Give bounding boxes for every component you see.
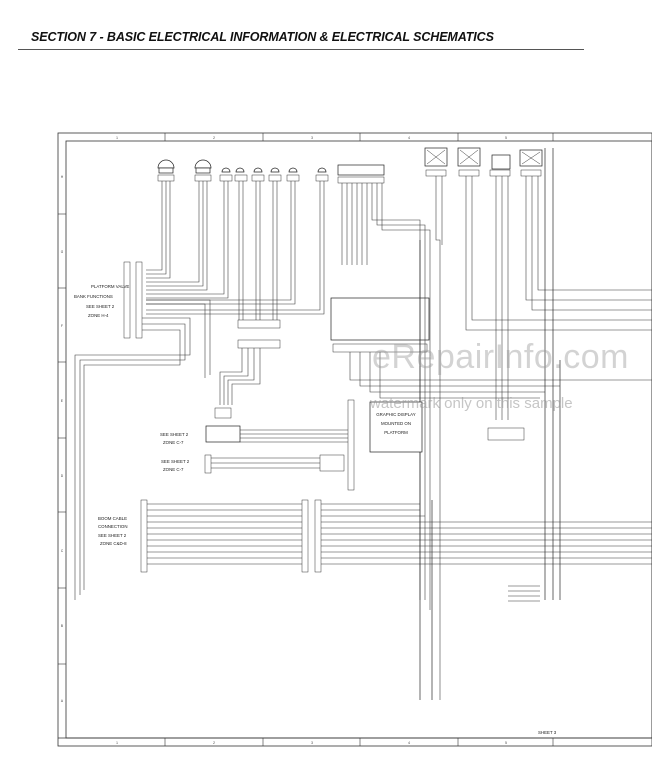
center-connector-lower xyxy=(237,339,281,349)
svg-text:ZONE C-7: ZONE C-7 xyxy=(163,440,184,445)
col-label-2-bottom: 2 xyxy=(213,741,215,745)
row-label-h: H xyxy=(61,175,64,179)
svg-text:SEE SHEET 2: SEE SHEET 2 xyxy=(86,304,115,309)
top-connector-pins xyxy=(157,169,542,184)
wire-group-upper-left xyxy=(146,181,325,320)
col-label-2: 2 xyxy=(213,136,215,140)
col-label-1-bottom: 1 xyxy=(116,741,118,745)
col-label-3: 3 xyxy=(311,136,313,140)
col-label-3-bottom: 3 xyxy=(311,741,313,745)
boom-cable-label: BOOM CABLE CONNECTION SEE SHEET 2 ZONE C… xyxy=(98,516,128,546)
see-sheet-c7b-label: SEE SHEET 2 ZONE C-7 xyxy=(161,459,190,472)
row-label-f: F xyxy=(61,324,63,328)
row-label-g: G xyxy=(61,250,64,254)
tilt-option-box xyxy=(205,425,241,443)
top-components xyxy=(157,147,543,176)
svg-text:ZONE H-4: ZONE H-4 xyxy=(88,313,109,318)
row-label-a: A xyxy=(61,699,64,703)
section-title: SECTION 7 - BASIC ELECTRICAL INFORMATION… xyxy=(31,30,494,44)
sheet-number: SHEET 3 xyxy=(538,730,557,735)
col-label-4-bottom: 4 xyxy=(408,741,410,745)
svg-text:MOUNTED ON: MOUNTED ON xyxy=(381,421,411,426)
col-label-1: 1 xyxy=(116,136,118,140)
svg-text:PLATFORM: PLATFORM xyxy=(384,430,408,435)
svg-text:SEE SHEET 2: SEE SHEET 2 xyxy=(161,459,190,464)
row-label-c: C xyxy=(61,549,64,553)
svg-text:BOOM CABLE: BOOM CABLE xyxy=(98,516,127,521)
svg-text:ZONE C-7: ZONE C-7 xyxy=(163,467,184,472)
svg-text:SEE SHEET 2: SEE SHEET 2 xyxy=(98,533,127,538)
sheet-border xyxy=(57,132,652,747)
watermark-subtext: watermark only on this sample xyxy=(370,395,573,412)
svg-text:CONNECTION: CONNECTION xyxy=(98,524,128,529)
col-label-5: 5 xyxy=(505,136,507,140)
svg-text:PLATFORM VALVE: PLATFORM VALVE xyxy=(91,284,129,289)
page-header: SECTION 7 - BASIC ELECTRICAL INFORMATION… xyxy=(0,0,652,60)
row-label-b: B xyxy=(61,624,63,628)
row-label-d: D xyxy=(61,474,64,478)
graphic-display-label: GRAPHIC DISPLAY MOUNTED ON PLATFORM xyxy=(376,412,416,435)
graphic-display-box xyxy=(369,401,423,453)
boom-cable-connector-right xyxy=(314,499,322,573)
svg-text:BANK FUNCTIONS: BANK FUNCTIONS xyxy=(74,294,113,299)
watermark-text: eRepairInfo.com xyxy=(372,338,629,376)
control-module-box xyxy=(330,297,430,341)
boom-cable-connector-left xyxy=(140,499,148,573)
sheet-inner-border xyxy=(65,140,652,739)
valve-bank-label: PLATFORM VALVE BANK FUNCTIONS SEE SHEET … xyxy=(74,284,129,318)
see-sheet-c7-label: SEE SHEET 2 ZONE C-7 xyxy=(160,432,189,445)
row-label-e: E xyxy=(61,399,63,403)
center-connector-upper xyxy=(237,319,281,329)
svg-text:ZONE C&D-8: ZONE C&D-8 xyxy=(100,541,127,546)
boom-cable-connector-mid xyxy=(301,499,309,573)
col-label-4: 4 xyxy=(408,136,410,140)
svg-text:GRAPHIC DISPLAY: GRAPHIC DISPLAY xyxy=(376,412,416,417)
header-rule xyxy=(18,49,584,50)
valve-bank-connector xyxy=(123,261,143,339)
col-label-5-bottom: 5 xyxy=(505,741,507,745)
svg-text:SEE SHEET 2: SEE SHEET 2 xyxy=(160,432,189,437)
